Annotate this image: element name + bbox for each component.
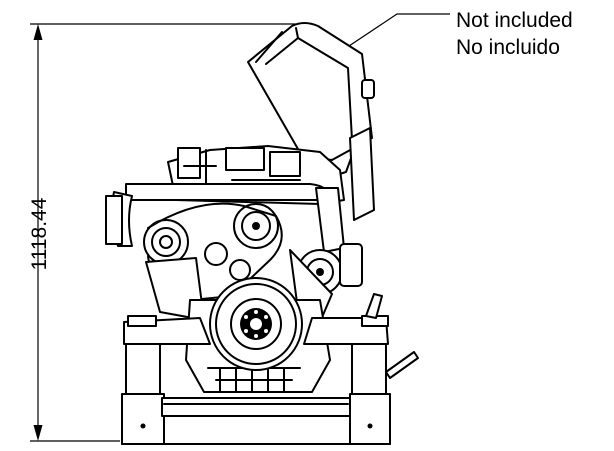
dimension-arrow-top [33,24,43,40]
callout-leader [336,13,450,55]
height-dimension-label: 1118.44 [28,197,51,270]
engine-assembly [105,145,419,393]
dimension-arrow-bottom [33,425,43,441]
detached-component [247,22,375,221]
callout-text-spanish: No incluido [456,36,560,59]
not-included-callout: Not included No incluido [336,9,573,59]
base-frame [121,343,391,445]
callout-text-english: Not included [456,9,573,32]
height-dimension: 1118.44 [28,23,296,442]
